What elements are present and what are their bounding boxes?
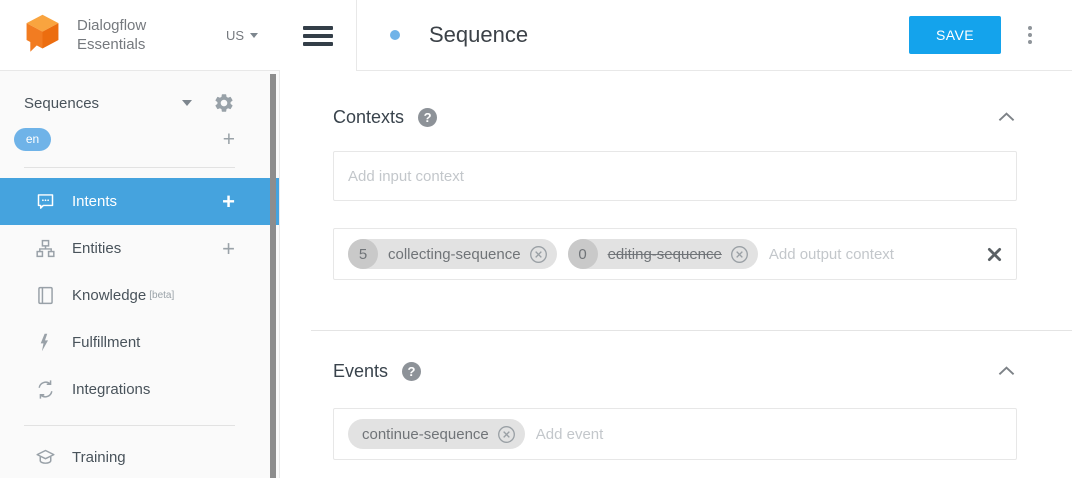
sidebar-item-label: Fulfillment [72, 334, 141, 351]
context-lifespan-badge[interactable]: 5 [348, 239, 378, 269]
remove-event-icon[interactable] [497, 425, 516, 444]
sidebar-item-knowledge[interactable]: Knowledge [beta] [0, 272, 279, 319]
add-event-input[interactable] [535, 425, 1002, 443]
hamburger-icon [303, 25, 333, 46]
main-header: Sequence SAVE [280, 0, 1072, 71]
sidebar-item-label: Intents [72, 193, 118, 210]
divider [24, 167, 235, 168]
sidebar-item-label: Knowledge [72, 287, 147, 304]
contexts-section-header: Contexts ? [333, 104, 1017, 130]
sidebar-header: Dialogflow Essentials US [0, 0, 280, 71]
sidebar-item-training[interactable]: Training [0, 434, 279, 478]
context-chip-label: editing-sequence [607, 245, 722, 263]
add-output-context-input[interactable] [768, 245, 975, 263]
sync-arrows-icon [35, 379, 56, 400]
region-selector[interactable]: US [226, 28, 258, 43]
output-context-field[interactable]: 5 collecting-sequence 0 editing-sequence [333, 228, 1017, 280]
sidebar-nav: Intents + Entities + Knowledge [beta] [0, 178, 279, 478]
more-options-icon[interactable] [1022, 22, 1038, 48]
locale-badge[interactable]: en [14, 127, 51, 151]
main-panel: Sequence SAVE Contexts ? 5 collecting [280, 0, 1072, 478]
sidebar-item-label: Integrations [72, 381, 151, 398]
page-title: Sequence [429, 22, 529, 47]
event-chip: continue-sequence [348, 419, 525, 449]
brand-name: Dialogflow Essentials [77, 16, 146, 54]
title-bar: Sequence SAVE [357, 0, 1072, 71]
events-title: Events [333, 360, 389, 381]
context-chip-label: collecting-sequence [388, 245, 521, 263]
add-locale-button[interactable]: + [222, 127, 235, 151]
help-icon[interactable]: ? [402, 361, 422, 381]
sidebar-scrollbar[interactable] [270, 74, 276, 478]
sidebar-item-label: Entities [72, 240, 122, 257]
brand-name-line1: Dialogflow [77, 17, 147, 34]
intent-editor: Contexts ? 5 collecting-sequence [280, 71, 1072, 460]
chevron-up-icon[interactable] [998, 112, 1015, 122]
contexts-title: Contexts [333, 106, 405, 127]
events-field[interactable]: continue-sequence [333, 408, 1017, 460]
sidebar-item-intents[interactable]: Intents + [0, 178, 279, 225]
input-context-field[interactable] [333, 151, 1017, 201]
clear-contexts-icon[interactable] [987, 247, 1002, 262]
event-chip-label: continue-sequence [362, 425, 489, 443]
sidebar-item-integrations[interactable]: Integrations [0, 366, 279, 413]
section-divider [311, 330, 1072, 331]
events-section-header: Events ? [333, 358, 1017, 384]
book-icon [35, 285, 56, 306]
save-button[interactable]: SAVE [909, 16, 1001, 54]
graduation-cap-icon [35, 447, 56, 468]
sidebar-item-fulfillment[interactable]: Fulfillment [0, 319, 279, 366]
locale-row: en + [0, 121, 279, 157]
sidebar-item-entities[interactable]: Entities + [0, 225, 279, 272]
sidebar-body: Sequences en + Intents + [0, 71, 280, 478]
entity-tree-icon [35, 238, 56, 259]
gear-icon[interactable] [213, 92, 235, 114]
divider [24, 425, 235, 426]
remove-context-icon[interactable] [529, 245, 548, 264]
dialogflow-logo [20, 10, 65, 60]
context-lifespan-badge[interactable]: 0 [567, 239, 598, 269]
add-intent-button[interactable]: + [222, 188, 235, 214]
region-label: US [225, 27, 244, 43]
sidebar-item-label: Training [72, 449, 126, 466]
remove-context-icon[interactable] [730, 245, 749, 264]
agent-selector[interactable]: Sequences [0, 85, 279, 121]
intent-status-dot [390, 30, 400, 40]
help-icon[interactable]: ? [418, 107, 438, 127]
agent-name: Sequences [24, 94, 100, 112]
menu-toggle[interactable] [280, 0, 357, 71]
brand-name-line2: Essentials [77, 36, 146, 53]
add-input-context-input[interactable] [348, 167, 1002, 185]
lightning-bolt-icon [35, 332, 56, 353]
chat-bubble-icon [35, 191, 56, 212]
chevron-down-icon[interactable] [182, 100, 192, 106]
chevron-up-icon[interactable] [998, 366, 1015, 376]
output-context-chip: 0 editing-sequence [567, 239, 758, 269]
chevron-down-icon [250, 32, 258, 38]
sidebar: Dialogflow Essentials US Sequences en + [0, 0, 280, 478]
beta-badge: [beta] [149, 290, 175, 301]
add-entity-button[interactable]: + [222, 235, 235, 261]
output-context-chip: 5 collecting-sequence [348, 239, 557, 269]
